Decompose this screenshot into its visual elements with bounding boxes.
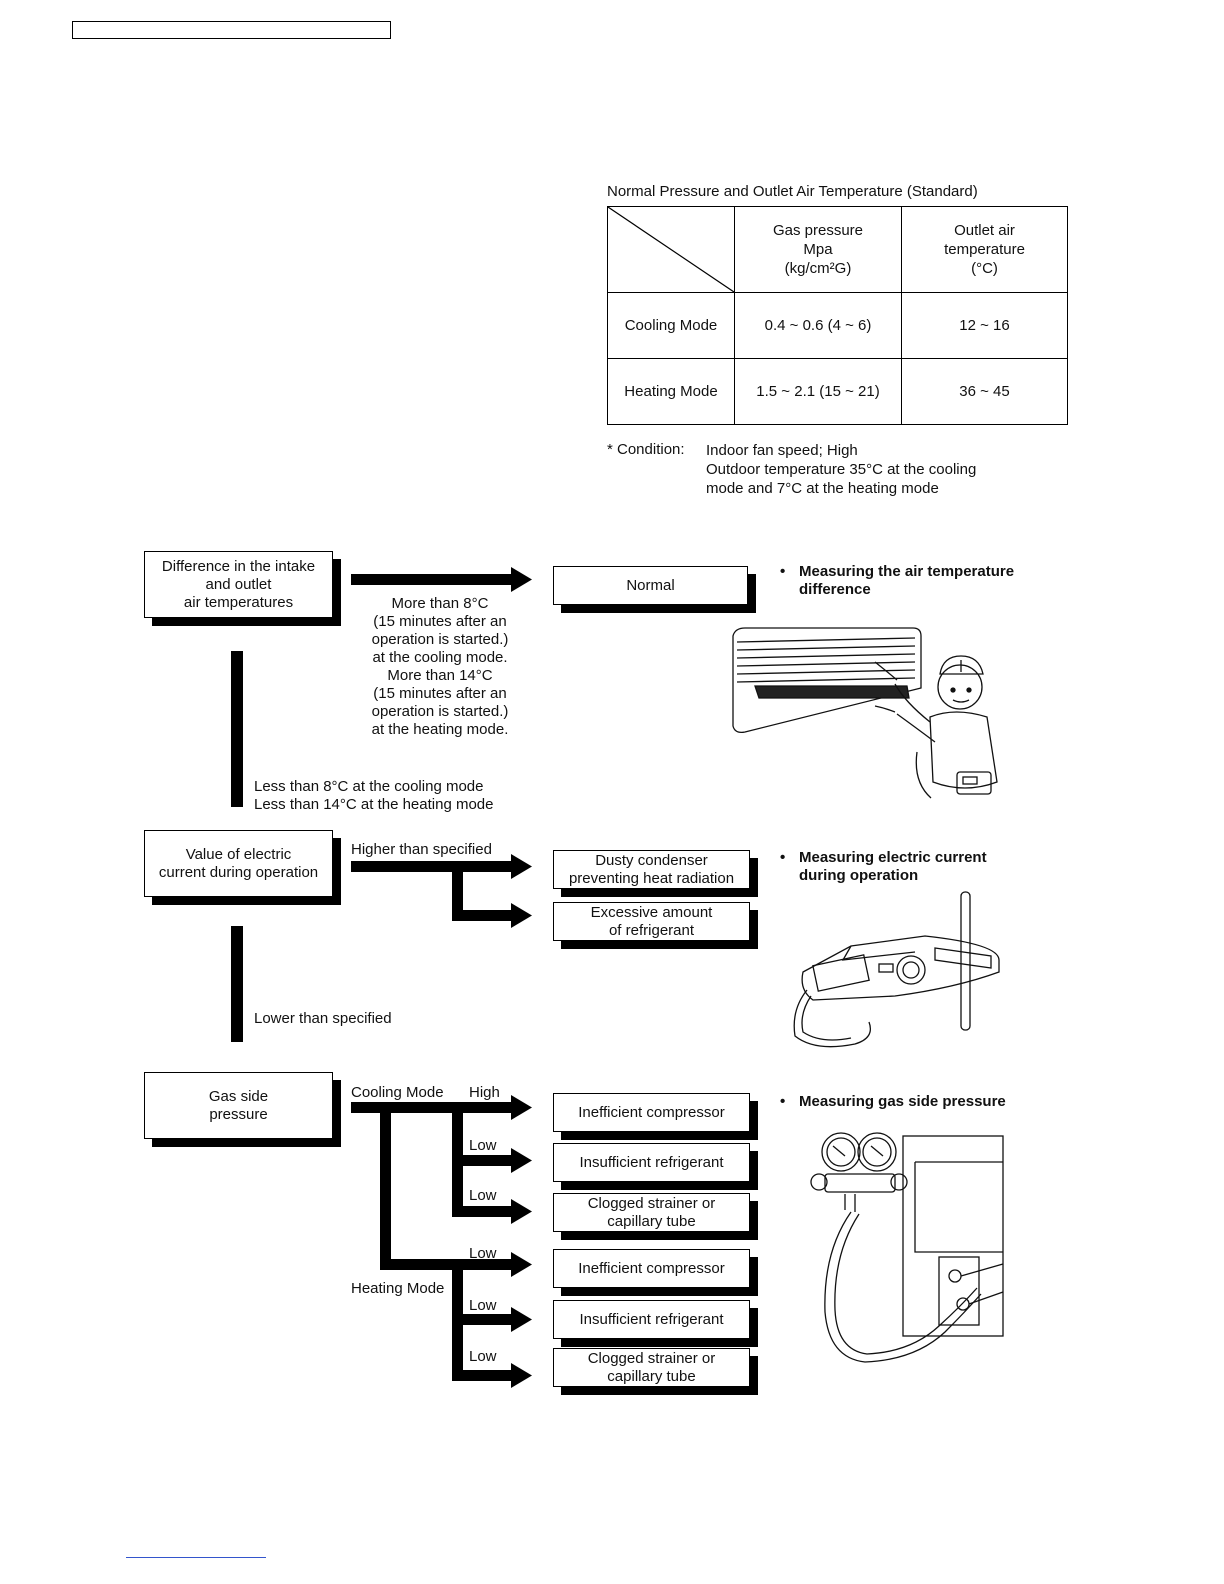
row-outlet-air: 36 ~ 45: [901, 358, 1068, 425]
result-box: Clogged strainer or capillary tube: [553, 1348, 750, 1387]
low-label: Low: [469, 1348, 497, 1365]
footer-link-line: [126, 1557, 266, 1558]
row-gas-pressure: 1.5 ~ 2.1 (15 ~ 21): [734, 358, 902, 425]
clamp-meter-illustration: [793, 891, 1000, 1048]
row-mode: Heating Mode: [607, 358, 735, 425]
result-box: Clogged strainer or capillary tube: [553, 1193, 750, 1232]
header-outlet-air: Outlet air temperature (°C): [901, 206, 1068, 293]
result-excessive-refrigerant: Excessive amount of refrigerant: [553, 902, 750, 941]
note-air-temp: •Measuring the air temperature differenc…: [780, 563, 1015, 598]
header-frame: [72, 21, 391, 39]
low-label: Low: [469, 1245, 497, 1262]
table-row: Cooling Mode 0.4 ~ 0.6 (4 ~ 6) 12 ~ 16: [607, 292, 1068, 359]
condition-label: * Condition:: [607, 441, 685, 458]
step-air-temp-box: Difference in the intake and outlet air …: [144, 551, 333, 618]
row-gas-pressure: 0.4 ~ 0.6 (4 ~ 6): [734, 292, 902, 359]
header-gas-pressure: Gas pressure Mpa (kg/cm²G): [734, 206, 902, 293]
heating-mode-label: Heating Mode: [351, 1280, 445, 1297]
diagonal-line: [608, 207, 734, 292]
table-corner-cell: [607, 206, 735, 293]
row-outlet-air: 12 ~ 16: [901, 292, 1068, 359]
result-box: Inefficient compressor: [553, 1249, 750, 1288]
step-gas-side-box: Gas side pressure: [144, 1072, 333, 1139]
condition-line: Outdoor temperature 35°C at the cooling: [706, 461, 977, 478]
result-box: Insufficient refrigerant: [553, 1300, 750, 1339]
table-row: Heating Mode 1.5 ~ 2.1 (15 ~ 21) 36 ~ 45: [607, 358, 1068, 425]
spec-table: Gas pressure Mpa (kg/cm²G) Outlet air te…: [607, 206, 1068, 425]
table-title: Normal Pressure and Outlet Air Temperatu…: [607, 183, 978, 200]
step-electric-current-box: Value of electric current during operati…: [144, 830, 333, 897]
condition-line: Indoor fan speed; High: [706, 442, 858, 459]
fail-criteria-text: Less than 8°C at the cooling mode Less t…: [254, 778, 494, 813]
note-electric-current: •Measuring electric current during opera…: [780, 849, 987, 884]
row-mode: Cooling Mode: [607, 292, 735, 359]
lower-label: Lower than specified: [254, 1010, 392, 1027]
note-gas-pressure: •Measuring gas side pressure: [780, 1093, 1006, 1110]
condition-line: mode and 7°C at the heating mode: [706, 480, 939, 497]
high-label: High: [469, 1084, 500, 1101]
higher-label: Higher than specified: [351, 841, 492, 858]
low-label: Low: [469, 1297, 497, 1314]
criteria-text: More than 8°C (15 minutes after an opera…: [371, 595, 509, 738]
manifold-gauge-illustration: [810, 1132, 1004, 1363]
result-box: Insufficient refrigerant: [553, 1143, 750, 1182]
result-box: Inefficient compressor: [553, 1093, 750, 1132]
cooling-mode-label: Cooling Mode: [351, 1084, 444, 1101]
result-dusty-condenser: Dusty condenser preventing heat radiatio…: [553, 850, 750, 889]
result-normal-box: Normal: [553, 566, 748, 605]
air-temperature-illustration: [732, 627, 998, 799]
low-label: Low: [469, 1187, 497, 1204]
low-label: Low: [469, 1137, 497, 1154]
